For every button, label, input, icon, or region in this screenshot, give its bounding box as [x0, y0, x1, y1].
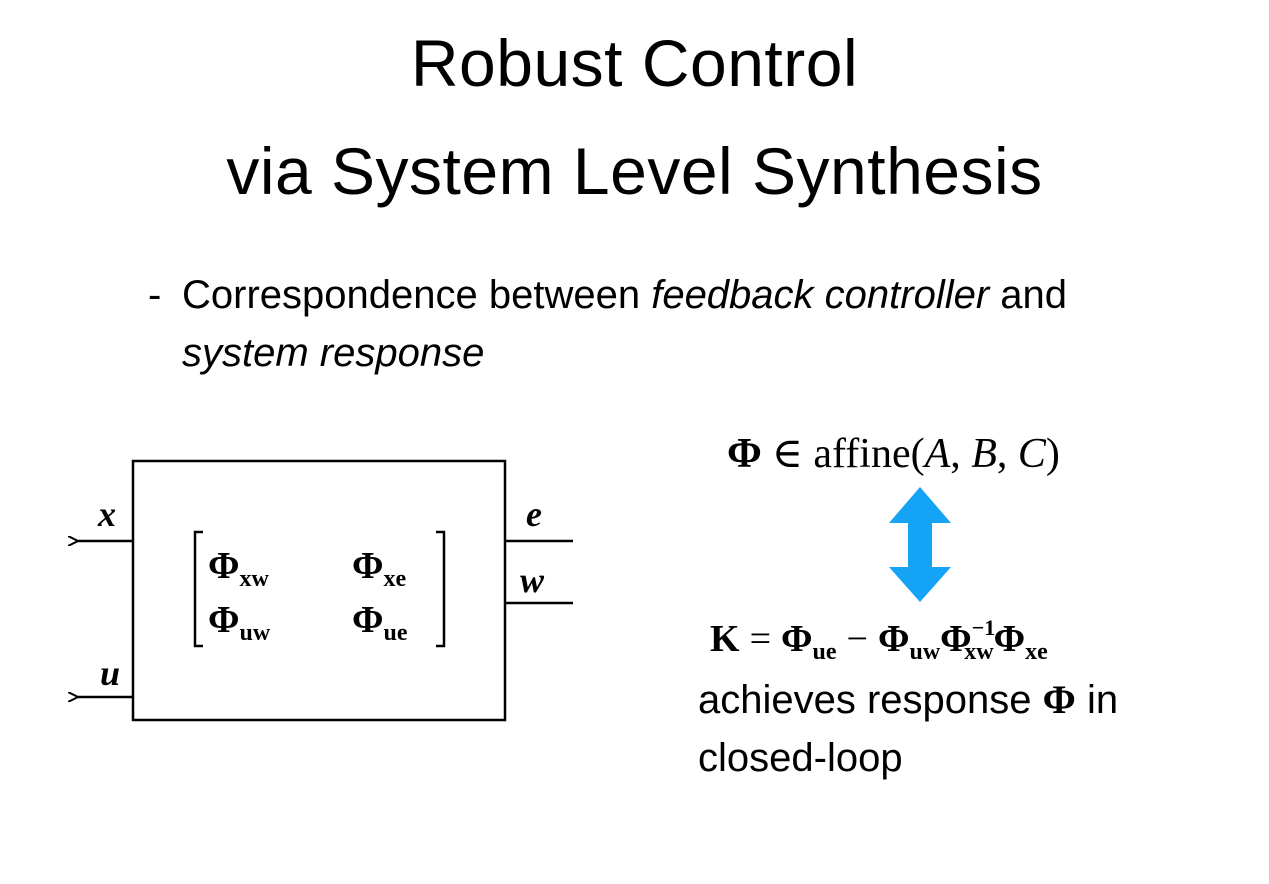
label-u: u [100, 653, 120, 693]
phi-symbol: Φ [352, 599, 384, 641]
slide-title-line-1: Robust Control [410, 26, 859, 100]
affine-relation: Φ∈ affine(A, B, C) [727, 431, 1060, 477]
bullet-prefix: Correspondence between [182, 273, 652, 317]
matrix-entry-phi-uw: Φuw [208, 599, 271, 646]
equals-sign: = [750, 618, 771, 660]
bullet-middle: and [989, 273, 1068, 317]
bullet-italic-feedback-controller: feedback controller [651, 273, 990, 317]
in-text: in [1086, 678, 1119, 722]
phi-symbol: Φ [727, 431, 762, 477]
matrix-left-bracket [193, 530, 203, 648]
subscript-ue: ue [384, 620, 408, 646]
var-B: B [971, 431, 997, 477]
var-C: C [1018, 431, 1047, 477]
closed-loop-line: closed-loop [698, 736, 903, 780]
matrix-entry-phi-xw: Φxw [208, 545, 270, 592]
label-e: e [526, 494, 542, 534]
sep-2: , [997, 431, 1018, 477]
subscript-ue: ue [813, 639, 837, 665]
affine-prefix: ∈ affine( [772, 431, 925, 477]
matrix-right-bracket [436, 530, 446, 648]
bullet-point: - Correspondence between feedback contro… [148, 266, 1208, 382]
var-A: A [922, 431, 951, 477]
system-block [131, 459, 507, 722]
affine-suffix: ) [1046, 431, 1060, 477]
subscript-xw: xw [964, 639, 994, 665]
minus-sign: − [847, 618, 868, 660]
double-arrow-icon [889, 487, 951, 602]
bullet-text: Correspondence between feedback controll… [182, 266, 1208, 382]
achieves-line: achieves response Φ in [698, 677, 1119, 722]
subscript-xw: xw [240, 566, 270, 592]
matrix-entry-phi-ue: Φue [352, 599, 408, 646]
phi-symbol: Φ [994, 618, 1026, 660]
subscript-uw: uw [240, 620, 271, 646]
achieves-text: achieves response [698, 678, 1032, 722]
bullet-dash: - [148, 273, 162, 317]
label-x: x [97, 494, 116, 534]
phi-symbol: Φ [208, 545, 240, 587]
inverse-exponent: −1 [972, 615, 996, 640]
phi-symbol: Φ [940, 618, 972, 660]
subscript-xe: xe [384, 566, 407, 592]
slide-title-line-2: via System Level Synthesis [226, 134, 1043, 208]
subscript-uw: uw [909, 639, 940, 665]
phi-symbol: Φ [781, 618, 813, 660]
bullet-italic-system-response: system response [182, 331, 485, 375]
K-symbol: K [710, 618, 740, 660]
phi-symbol: Φ [208, 599, 240, 641]
phi-symbol: Φ [1042, 677, 1076, 722]
sep-1: , [950, 431, 971, 477]
phi-symbol: Φ [352, 545, 384, 587]
label-w: w [520, 560, 545, 600]
phi-symbol: Φ [878, 618, 910, 660]
subscript-xe: xe [1025, 639, 1048, 665]
matrix-entry-phi-xe: Φxe [352, 545, 407, 592]
